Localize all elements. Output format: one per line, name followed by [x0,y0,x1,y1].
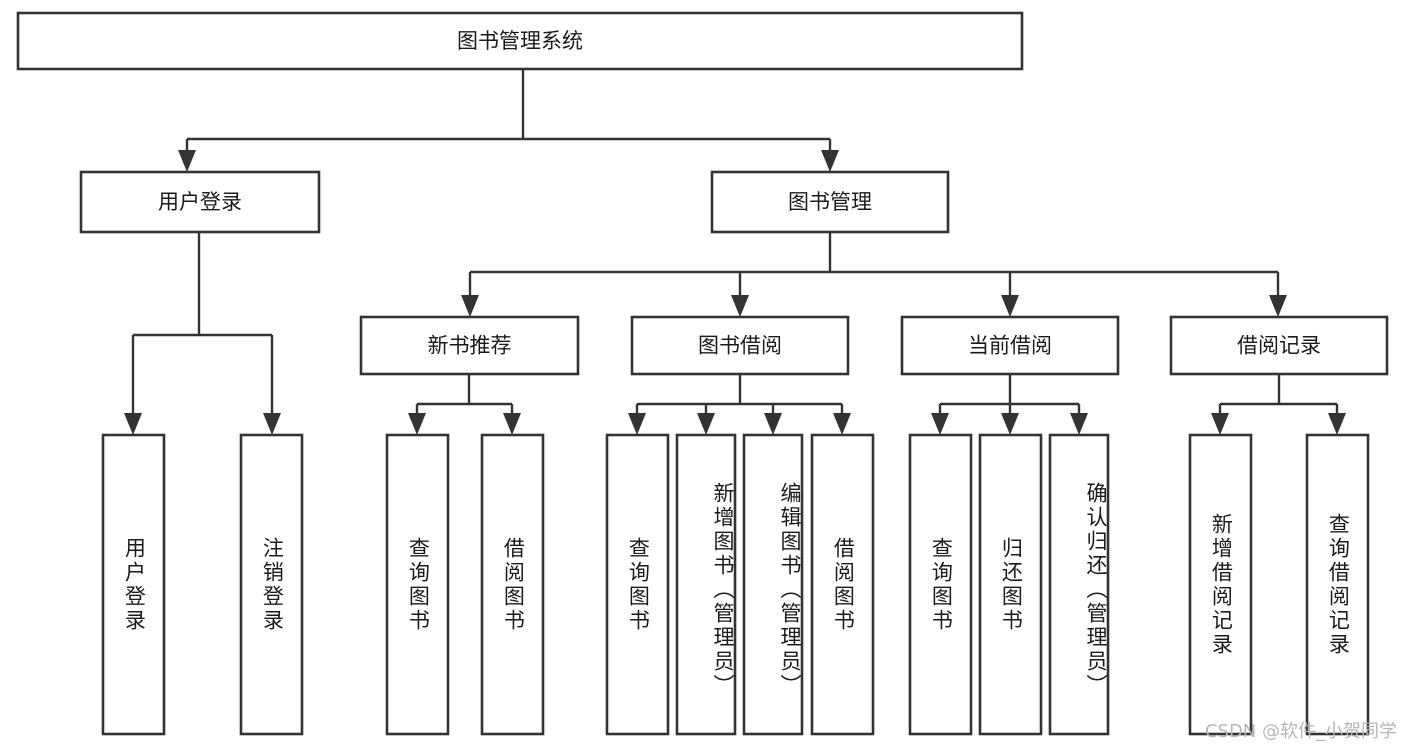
node-leaf-query-book-2[interactable] [605,433,670,736]
connector-bus-current-borrow [940,374,1079,406]
node-label: 图书管理系统 [457,29,583,53]
arrow-to-user-login [178,139,196,172]
arrow-to-leaf-add-book [697,404,715,435]
arrow-to-leaf-return-book [1001,404,1019,435]
node-leaf-add-record[interactable] [1188,433,1253,736]
arrow-to-leaf-query-book-1 [408,404,426,435]
node-borrow-record[interactable]: 借阅记录 [1169,315,1389,376]
arrow-to-leaf-user-login [124,335,142,435]
node-book-borrow[interactable]: 图书借阅 [630,315,850,376]
node-current-borrow[interactable]: 当前借阅 [900,315,1120,376]
connector-bus-book-borrow [637,374,842,406]
connector-bus-new-book-rec [417,374,512,406]
arrow-to-leaf-confirm-return [1070,404,1088,435]
arrow-to-leaf-edit-book [764,404,782,435]
node-leaf-return-book[interactable] [978,433,1043,736]
node-leaf-confirm-return[interactable] [1048,433,1110,736]
arrow-to-book-manage [821,139,839,172]
node-label: 当前借阅 [968,334,1052,358]
node-leaf-user-login[interactable] [101,433,166,736]
node-leaf-query-record[interactable] [1305,433,1370,736]
arrow-to-leaf-query-record [1328,404,1346,435]
node-leaf-borrow-book-2[interactable] [810,433,875,736]
connector-bus-user-login [133,232,272,337]
arrow-to-borrow-record [1269,272,1287,317]
node-leaf-logout[interactable] [239,433,304,736]
arrow-to-leaf-borrow-book-1 [503,404,521,435]
node-leaf-borrow-book-1[interactable] [480,433,545,736]
csdn-watermark: CSDN @软件_小贺同学 [1204,721,1397,742]
arrow-to-new-book-rec [461,272,479,317]
node-label: 用户登录 [158,190,242,214]
arrow-to-book-borrow [731,272,749,317]
node-leaf-edit-book[interactable] [742,433,804,736]
node-label: 新书推荐 [428,334,512,358]
connector-bus-root [187,69,830,141]
connector-bus-book-manage [470,232,1278,274]
arrow-to-leaf-borrow-book-2 [833,404,851,435]
arrow-to-leaf-query-book-3 [931,404,949,435]
connector-bus-borrow-record [1220,374,1337,406]
node-user-login[interactable]: 用户登录 [79,170,321,234]
node-root[interactable]: 图书管理系统 [16,11,1024,71]
arrow-heads-layer [124,139,1346,435]
node-book-manage[interactable]: 图书管理 [710,170,950,234]
node-leaf-add-book[interactable] [675,433,737,736]
node-label: 图书管理 [788,190,872,214]
node-label: 借阅记录 [1237,334,1321,358]
node-leaf-query-book-1[interactable] [385,433,450,736]
arrow-to-leaf-logout [263,335,281,435]
node-new-book-rec[interactable]: 新书推荐 [359,315,580,376]
arrow-to-leaf-add-record [1211,404,1229,435]
arrow-to-leaf-query-book-2 [628,404,646,435]
connectors-layer [133,69,1337,406]
arrow-to-current-borrow [1001,272,1019,317]
node-label: 图书借阅 [698,334,782,358]
node-leaf-query-book-3[interactable] [908,433,973,736]
